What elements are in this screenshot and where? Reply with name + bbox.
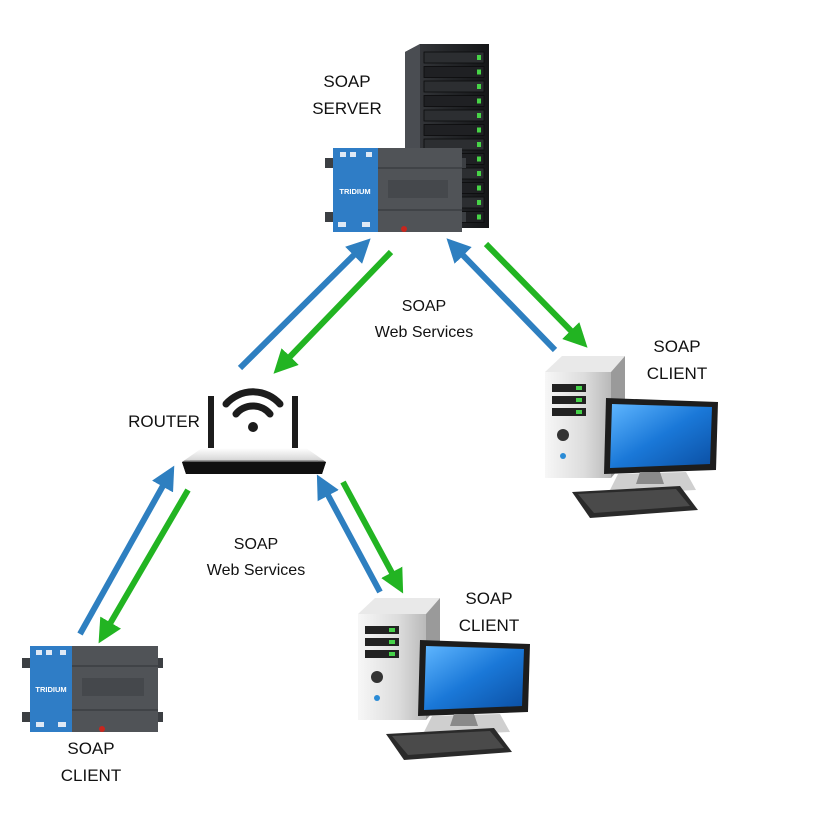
arrows xyxy=(77,238,588,644)
jace-controller-icon: TRIDIUM xyxy=(22,646,163,732)
soap-server-label-line1: SOAP xyxy=(323,72,371,91)
desktop-computer-icon xyxy=(358,598,530,760)
soap-client-label-right-line1: SOAP xyxy=(653,337,701,356)
controller-brand-label: TRIDIUM xyxy=(35,685,66,694)
rack-slot-led xyxy=(477,171,481,176)
soap-server-label: SOAP SERVER xyxy=(310,68,384,122)
rack-slot xyxy=(423,66,485,78)
rack-slot-led xyxy=(477,185,481,191)
rack-slot xyxy=(423,124,485,136)
soap-client-label-bottom-left: SOAP CLIENT xyxy=(54,735,128,789)
link-label-lower-line2: Web Services xyxy=(206,562,306,579)
rack-slot-led xyxy=(477,200,481,205)
rack-slot xyxy=(423,109,485,122)
rack-slot-led xyxy=(477,55,481,60)
link-label-upper: SOAP Web Services xyxy=(364,294,484,346)
rack-slot-led xyxy=(477,69,481,75)
rack-slot xyxy=(423,95,485,107)
rack-slot-led xyxy=(477,142,481,147)
rack-slot-led xyxy=(477,98,481,104)
response-arrow xyxy=(340,480,404,594)
request-arrow xyxy=(77,465,175,636)
link-label-lower: SOAP Web Services xyxy=(196,532,316,584)
link-label-lower-line1: SOAP xyxy=(233,536,279,553)
soap-server-label-line2: SERVER xyxy=(312,99,382,118)
response-arrow xyxy=(483,241,588,348)
request-arrow xyxy=(237,238,371,371)
request-arrow xyxy=(446,238,558,353)
router-label-text: ROUTER xyxy=(128,412,200,431)
controller-brand-label: TRIDIUM xyxy=(339,187,370,196)
rack-slot-led xyxy=(477,156,481,162)
link-label-upper-line1: SOAP xyxy=(401,298,447,315)
soap-client-label-bottom-mid-line1: SOAP xyxy=(465,589,513,608)
jace-controller-icon: TRIDIUM xyxy=(325,148,466,232)
soap-client-label-right: SOAP CLIENT xyxy=(640,333,714,387)
soap-client-label-bottom-left-line1: SOAP xyxy=(67,739,115,758)
link-label-upper-line2: Web Services xyxy=(374,324,474,341)
rack-slot-led xyxy=(477,127,481,133)
soap-client-label-bottom-mid-line2: CLIENT xyxy=(458,616,520,635)
wifi-router-icon xyxy=(182,388,326,474)
rack-slot xyxy=(423,80,485,93)
response-arrow xyxy=(273,249,394,374)
soap-client-label-bottom-mid: SOAP CLIENT xyxy=(452,585,526,639)
desktop-computer-icon xyxy=(545,356,718,518)
rack-slot xyxy=(423,51,485,64)
request-arrow xyxy=(316,474,383,594)
response-arrow xyxy=(98,488,191,644)
router-label: ROUTER xyxy=(124,408,204,435)
rack-slot-led xyxy=(477,113,481,118)
soap-client-label-right-line2: CLIENT xyxy=(646,364,708,383)
rack-slot-led xyxy=(477,84,481,89)
soap-client-label-bottom-left-line2: CLIENT xyxy=(60,766,122,785)
rack-slot-led xyxy=(477,214,481,220)
